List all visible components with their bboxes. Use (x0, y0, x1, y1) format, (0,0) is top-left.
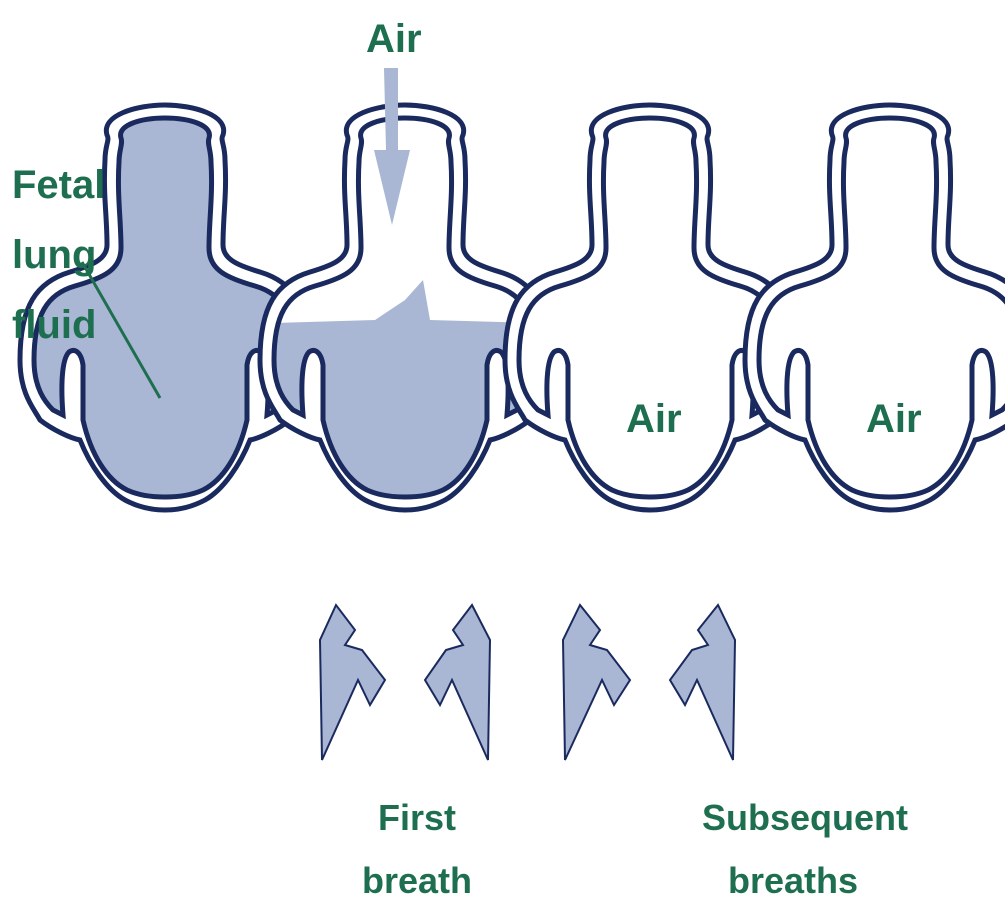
label-fetal-line3: fluid (12, 303, 96, 347)
label-fetal-line2: lung (12, 233, 96, 277)
label-first-line2: breath (362, 860, 472, 901)
fluid-outflow-arrow-right-2 (670, 605, 735, 760)
label-first-line1: First (378, 797, 456, 838)
label-subsequent-line2: breaths (728, 860, 858, 901)
fluid-outflow-arrow-left-2 (563, 605, 630, 760)
label-air-top: Air (366, 17, 422, 61)
label-air-alveolus-3: Air (626, 397, 682, 441)
label-subsequent-line1: Subsequent (702, 797, 908, 838)
label-fetal-line1: Fetal (12, 163, 105, 207)
alveolus-air-filled (745, 105, 1005, 510)
fluid-outflow-arrow-left-1 (320, 605, 385, 760)
label-air-alveolus-4: Air (866, 397, 922, 441)
fluid-outflow-arrow-right-1 (425, 605, 490, 760)
